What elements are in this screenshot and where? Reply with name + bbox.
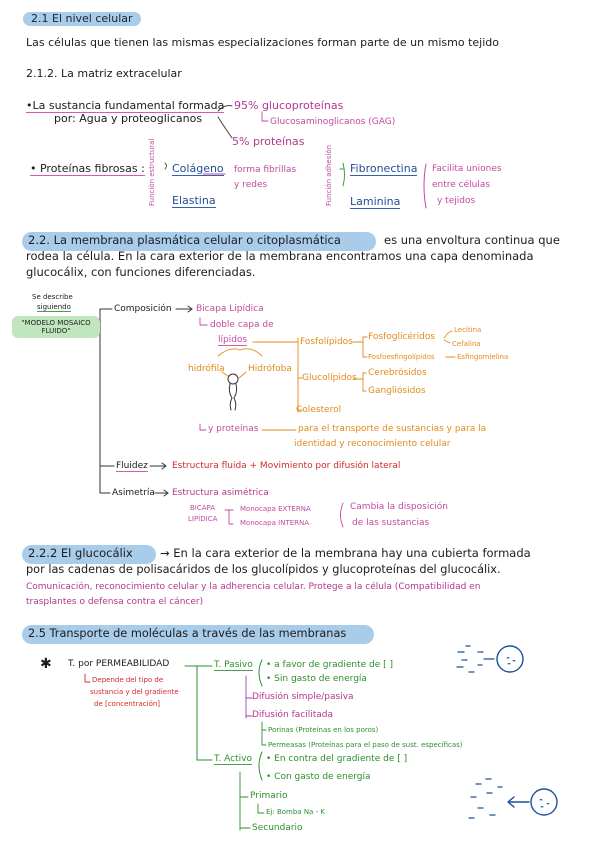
subheading-2-1-2: 2.1.2. La matriz extracelular (26, 67, 182, 80)
depende-3: de [concentración] (94, 700, 161, 708)
facilita-3: y tejidos (437, 196, 476, 206)
cefalina: Cefalina (452, 340, 481, 348)
porinas: Porinas (Proteínas en los poros) (268, 726, 379, 734)
sustancia-line2: por: Agua y proteoglicanos (54, 112, 203, 125)
se-describe-2: siguiendo (37, 303, 71, 312)
colageno: Colágeno (172, 162, 224, 176)
difusion-simple: Difusión simple/pasiva (252, 692, 354, 702)
proteinas-5: 5% proteínas (232, 135, 305, 148)
monocapa-interna: Monocapa INTERNA (240, 519, 310, 527)
star-icon: ✱ (40, 656, 52, 672)
gag: Glucosaminoglicanos (GAG) (270, 117, 396, 127)
proteinas-fibrosas: • Proteínas fibrosas : (30, 162, 145, 176)
heading-2-5-highlight (22, 625, 374, 644)
fosfogliceridos: Fosfoglicéridos (368, 332, 436, 342)
facilita-1: Facilita uniones (432, 164, 502, 174)
funcion-estructural: Función estructural (148, 138, 156, 206)
elastina: Elastina (172, 194, 216, 208)
doble-capa: doble capa de (210, 320, 274, 330)
fluidez: Fluidez (116, 461, 148, 472)
pasivo-2: • Sin gasto de energía (266, 674, 367, 684)
heading-2-2-highlight (22, 232, 376, 251)
bicapa-label-1: BICAPA (190, 504, 216, 512)
t-pasivo: T. Pasivo (214, 660, 253, 671)
colageno-desc1: forma fibrillas (234, 165, 297, 175)
gangliosidos: Gangliósidos (368, 386, 426, 396)
pasivo-1: • a favor de gradiente de [ ] (266, 660, 394, 670)
laminina: Laminina (350, 195, 401, 209)
cerebrosidos: Cerebrósidos (368, 368, 427, 378)
fosfoesfingolipidos: Fosfoesfingolípidos (368, 353, 435, 361)
depende-2: sustancia y del gradiente (90, 688, 179, 696)
membrana-text2: rodea la célula. En la cara exterior de … (26, 249, 534, 263)
t-permeabilidad: T. por PERMEABILIDAD (68, 659, 170, 669)
heading-2-1: 2.1 El nivel celular (23, 12, 141, 26)
heading-2-5: 2.5 Transporte de moléculas a través de … (28, 627, 347, 640)
lipidos: lípidos (218, 335, 248, 346)
heading-2-2-2: 2.2.2 El glucocálix (28, 546, 133, 560)
bicapa-lipidica: Bicapa Lipídica (196, 304, 264, 314)
proteinas-desc2: identidad y reconocimiento celular (294, 439, 451, 449)
funcion-adhesion: Función adhesión (325, 144, 333, 206)
membrana-text3: glucocálix, con funciones diferenciadas. (26, 265, 256, 279)
glucocalix-text2: por las cadenas de polisacáridos de los … (26, 563, 501, 576)
fluidez-desc: Estructura fluida + Movimiento por difus… (172, 461, 401, 471)
fibronectina: Fibronectina (350, 162, 418, 176)
sustancia-line1: •La sustancia fundamental formada (26, 99, 225, 113)
heading-2-2: 2.2. La membrana plasmática celular o ci… (28, 233, 341, 247)
monocapa-externa: Monocapa EXTERNA (240, 505, 311, 513)
membrana-text1: es una envoltura continua que (384, 233, 560, 247)
colesterol: Colesterol (296, 405, 342, 415)
asimetria: Asimetría (112, 488, 155, 498)
esfingomielina: Esfingomielina (457, 353, 509, 361)
permeasas: Permeasas (Proteínas para el paso de sus… (268, 741, 463, 749)
glucolipidos: Glucolípidos (302, 373, 357, 383)
glucocalix-funciones-1: Comunicación, reconocimiento celular y l… (26, 582, 481, 592)
hidrofila: hidrófila (188, 364, 225, 374)
colageno-desc2: y redes (234, 180, 268, 190)
t-activo: T. Activo (214, 754, 252, 765)
bicapa-label-2: LIPÍDICA (188, 515, 218, 523)
lecitina: Lecitina (454, 326, 482, 334)
glucoproteinas: 95% glucoproteínas (234, 99, 344, 112)
intro-text: Las células que tienen las mismas especi… (26, 36, 499, 49)
cambia-disposicion-2: de las sustancias (352, 518, 430, 528)
hidrofoba: Hidrófoba (248, 364, 292, 374)
modelo-mosaico-fluido: "MODELO MOSAICO FLUIDO" (12, 316, 100, 339)
se-describe-1: Se describe (32, 293, 73, 301)
bomba-na-k: Ej: Bomba Na - K (266, 808, 325, 816)
glucocalix-funciones-2: trasplantes o defensa contra el cáncer) (26, 597, 204, 607)
activo-1: • En contra del gradiente de [ ] (266, 754, 408, 764)
glucocalix-text1: → En la cara exterior de la membrana hay… (160, 546, 531, 560)
activo-2: • Con gasto de energía (266, 772, 371, 782)
proteinas-desc1: para el transporte de sustancias y para … (298, 424, 487, 434)
asimetria-desc: Estructura asimétrica (172, 488, 269, 498)
y-proteinas: y proteínas (208, 424, 259, 434)
primario: Primario (250, 791, 288, 801)
facilita-2: entre células (432, 180, 491, 190)
cambia-disposicion-1: Cambia la disposición (350, 502, 449, 512)
composicion: Composición (114, 304, 172, 314)
difusion-facilitada: Difusión facilitada (252, 710, 333, 720)
fosfolipidos: Fosfolípidos (300, 337, 353, 347)
heading-2-2-2-highlight (22, 545, 156, 564)
depende-1: Depende del tipo de (92, 676, 164, 684)
secundario: Secundario (252, 823, 303, 833)
